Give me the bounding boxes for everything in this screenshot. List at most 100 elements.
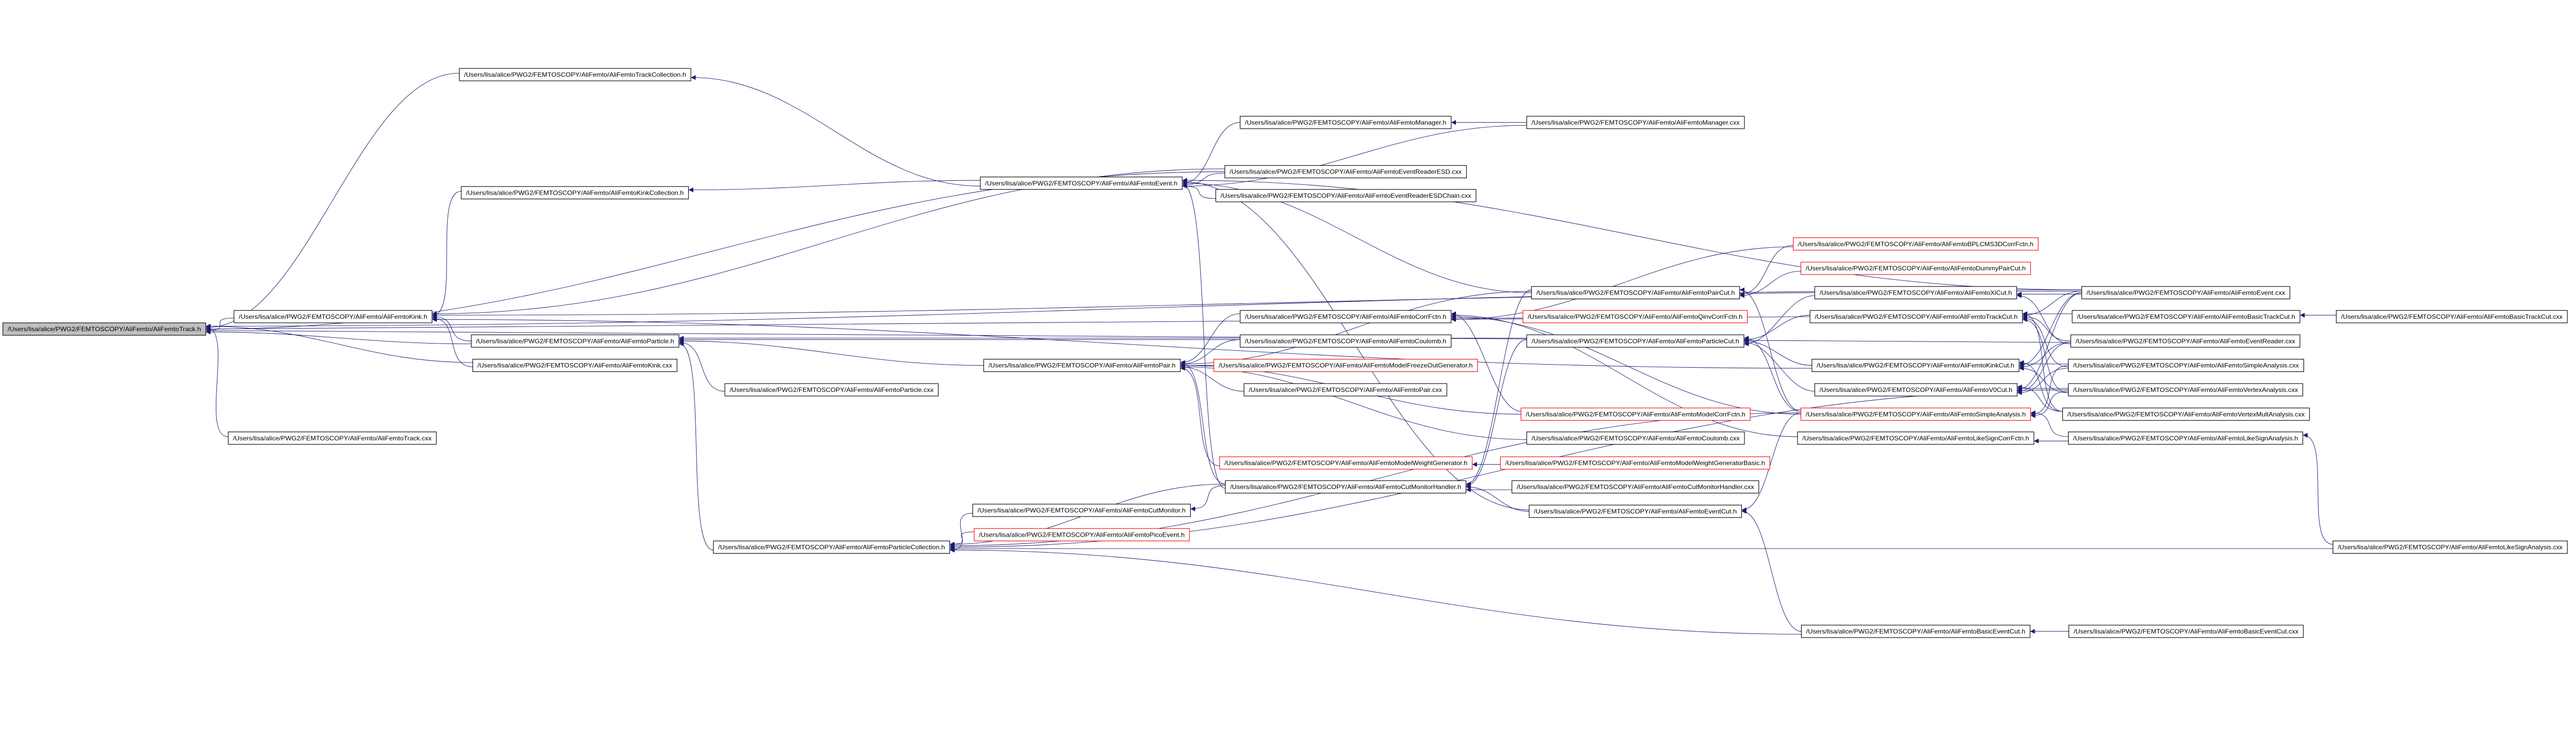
file-node-box xyxy=(1240,310,1452,323)
file-node-box xyxy=(472,358,677,372)
file-node-box xyxy=(1240,116,1452,129)
file-node-dummypaircut-h[interactable]: /Users/lisa/alice/PWG2/FEMTOSCOPY/AliFem… xyxy=(1800,262,2031,275)
file-node-trackcut-h[interactable]: /Users/lisa/alice/PWG2/FEMTOSCOPY/AliFem… xyxy=(1809,310,2023,323)
include-edge-eventcut_h-to-cutmonhandler_h xyxy=(1466,484,1530,512)
include-edge-weightgen_h-to-pair_h xyxy=(1180,366,1220,466)
file-node-label: /Users/lisa/alice/PWG2/FEMTOSCOPY/AliFem… xyxy=(2073,435,2298,442)
file-node-coulomb-h[interactable]: /Users/lisa/alice/PWG2/FEMTOSCOPY/AliFem… xyxy=(1240,334,1452,348)
include-edge-cutmonhandler_h-to-cutmon_h xyxy=(1190,485,1226,511)
file-node-box xyxy=(972,504,1191,517)
file-node-modelcorr-h[interactable]: /Users/lisa/alice/PWG2/FEMTOSCOPY/AliFem… xyxy=(1520,407,1751,421)
file-node-likesignanalysis-cxx[interactable]: /Users/lisa/alice/PWG2/FEMTOSCOPY/AliFem… xyxy=(2332,540,2568,554)
file-node-box xyxy=(2068,432,2303,445)
include-edge-event_cxx-to-track_h xyxy=(206,289,2082,329)
file-node-box xyxy=(983,358,1181,372)
file-node-track-h[interactable]: /Users/lisa/alice/PWG2/FEMTOSCOPY/AliFem… xyxy=(3,322,206,336)
file-node-paircut-h[interactable]: /Users/lisa/alice/PWG2/FEMTOSCOPY/AliFem… xyxy=(1531,286,1740,299)
file-node-weightgenbasic-h[interactable]: /Users/lisa/alice/PWG2/FEMTOSCOPY/AliFem… xyxy=(1500,456,1770,470)
file-node-xicut-h[interactable]: /Users/lisa/alice/PWG2/FEMTOSCOPY/AliFem… xyxy=(1814,286,2017,299)
file-node-box xyxy=(1225,480,1467,494)
file-node-event-cxx[interactable]: /Users/lisa/alice/PWG2/FEMTOSCOPY/AliFem… xyxy=(2081,286,2291,299)
file-node-eventreader-cxx[interactable]: /Users/lisa/alice/PWG2/FEMTOSCOPY/AliFem… xyxy=(2070,334,2300,348)
file-node-particlecut-h[interactable]: /Users/lisa/alice/PWG2/FEMTOSCOPY/AliFem… xyxy=(1526,334,1744,348)
include-edge-trackcoll_h-to-track_h xyxy=(206,73,460,330)
file-node-box xyxy=(1520,407,1751,421)
file-node-label: /Users/lisa/alice/PWG2/FEMTOSCOPY/AliFem… xyxy=(2087,290,2285,297)
file-node-box xyxy=(1801,625,2030,638)
file-node-label: /Users/lisa/alice/PWG2/FEMTOSCOPY/AliFem… xyxy=(2341,314,2563,320)
include-edge-eventreader_cxx-to-xicut_h xyxy=(2016,293,2071,345)
include-dependency-graph: /Users/lisa/alice/PWG2/FEMTOSCOPY/AliFem… xyxy=(3,68,2568,638)
file-node-v0cut-h[interactable]: /Users/lisa/alice/PWG2/FEMTOSCOPY/AliFem… xyxy=(1814,383,2018,397)
file-node-label: /Users/lisa/alice/PWG2/FEMTOSCOPY/AliFem… xyxy=(466,190,684,196)
file-node-box xyxy=(1213,358,1478,372)
file-node-manager-cxx[interactable]: /Users/lisa/alice/PWG2/FEMTOSCOPY/AliFem… xyxy=(1526,116,1745,129)
file-node-box xyxy=(2068,383,2303,397)
include-edge-trackcut_h-to-particlecut_h xyxy=(1744,315,1810,342)
file-node-picoevent-h[interactable]: /Users/lisa/alice/PWG2/FEMTOSCOPY/AliFem… xyxy=(974,528,1190,541)
include-edge-particle_cxx-to-particle_h xyxy=(679,340,725,392)
file-node-readeresd-cxx[interactable]: /Users/lisa/alice/PWG2/FEMTOSCOPY/AliFem… xyxy=(1224,165,1467,179)
file-node-simpleanalysis-h[interactable]: /Users/lisa/alice/PWG2/FEMTOSCOPY/AliFem… xyxy=(1800,407,2031,421)
file-node-likesigncorr-h[interactable]: /Users/lisa/alice/PWG2/FEMTOSCOPY/AliFem… xyxy=(1797,432,2035,445)
file-node-vertexanalysis-cxx[interactable]: /Users/lisa/alice/PWG2/FEMTOSCOPY/AliFem… xyxy=(2068,383,2303,397)
file-node-box xyxy=(2332,540,2568,554)
file-node-freezeout-h[interactable]: /Users/lisa/alice/PWG2/FEMTOSCOPY/AliFem… xyxy=(1213,358,1478,372)
file-node-cutmonhandler-cxx[interactable]: /Users/lisa/alice/PWG2/FEMTOSCOPY/AliFem… xyxy=(1512,480,1759,494)
include-edge-picoevent_h-to-partcoll_h xyxy=(950,532,974,547)
file-node-kink-cxx[interactable]: /Users/lisa/alice/PWG2/FEMTOSCOPY/AliFem… xyxy=(472,358,677,372)
file-node-label: /Users/lisa/alice/PWG2/FEMTOSCOPY/AliFem… xyxy=(464,72,686,78)
file-node-basiceventcut-h[interactable]: /Users/lisa/alice/PWG2/FEMTOSCOPY/AliFem… xyxy=(1801,625,2030,638)
file-node-eventcut-h[interactable]: /Users/lisa/alice/PWG2/FEMTOSCOPY/AliFem… xyxy=(1529,505,1742,518)
file-node-qinv-h[interactable]: /Users/lisa/alice/PWG2/FEMTOSCOPY/AliFem… xyxy=(1522,310,1748,323)
include-edge-simpleanalysis_h-to-eventcut_h xyxy=(1741,412,1801,512)
include-edge-particlecut_h-to-cutmonhandler_h xyxy=(1466,339,1527,488)
include-edge-modelcorr_h-to-corrfctn_h xyxy=(1451,311,1521,412)
include-edge-vertexanalysis_cxx-to-kinkcut_h xyxy=(2019,366,2069,393)
file-node-readeresdchain-cxx[interactable]: /Users/lisa/alice/PWG2/FEMTOSCOPY/AliFem… xyxy=(1215,189,1477,202)
file-node-basictrackcut-cxx[interactable]: /Users/lisa/alice/PWG2/FEMTOSCOPY/AliFem… xyxy=(2336,310,2568,323)
file-node-particle-h[interactable]: /Users/lisa/alice/PWG2/FEMTOSCOPY/AliFem… xyxy=(471,334,680,348)
include-edge-readeresd_cxx-to-track_h xyxy=(206,171,1225,332)
file-node-corrfctn-h[interactable]: /Users/lisa/alice/PWG2/FEMTOSCOPY/AliFem… xyxy=(1240,310,1452,323)
file-node-label: /Users/lisa/alice/PWG2/FEMTOSCOPY/AliFem… xyxy=(1224,460,1467,467)
file-node-simpleanalysis-cxx[interactable]: /Users/lisa/alice/PWG2/FEMTOSCOPY/AliFem… xyxy=(2068,358,2304,372)
file-node-pair-h[interactable]: /Users/lisa/alice/PWG2/FEMTOSCOPY/AliFem… xyxy=(983,358,1181,372)
file-node-pair-cxx[interactable]: /Users/lisa/alice/PWG2/FEMTOSCOPY/AliFem… xyxy=(1243,383,1447,397)
file-node-vertexmult-cxx[interactable]: /Users/lisa/alice/PWG2/FEMTOSCOPY/AliFem… xyxy=(2062,407,2310,421)
file-node-manager-h[interactable]: /Users/lisa/alice/PWG2/FEMTOSCOPY/AliFem… xyxy=(1240,116,1452,129)
file-node-partcoll-h[interactable]: /Users/lisa/alice/PWG2/FEMTOSCOPY/AliFem… xyxy=(713,540,950,554)
file-node-box xyxy=(1529,505,1742,518)
file-node-event-h[interactable]: /Users/lisa/alice/PWG2/FEMTOSCOPY/AliFem… xyxy=(980,177,1183,190)
file-node-label: /Users/lisa/alice/PWG2/FEMTOSCOPY/AliFem… xyxy=(1817,363,2014,369)
include-edge-manager_cxx-to-event_h xyxy=(1182,125,1527,188)
file-node-kink-h[interactable]: /Users/lisa/alice/PWG2/FEMTOSCOPY/AliFem… xyxy=(233,310,433,323)
include-edge-kinkcoll_h-to-kink_h xyxy=(432,191,462,318)
include-edge-basiceventcut_h-to-partcoll_h xyxy=(950,547,1802,635)
include-edge-track_cxx-to-track_h xyxy=(206,325,228,437)
file-node-label: /Users/lisa/alice/PWG2/FEMTOSCOPY/AliFem… xyxy=(977,507,1185,514)
file-node-box xyxy=(1814,383,2018,397)
file-node-track-cxx[interactable]: /Users/lisa/alice/PWG2/FEMTOSCOPY/AliFem… xyxy=(228,432,437,445)
file-node-box xyxy=(1500,456,1770,470)
file-node-particle-cxx[interactable]: /Users/lisa/alice/PWG2/FEMTOSCOPY/AliFem… xyxy=(724,383,939,397)
file-node-box xyxy=(2072,310,2300,323)
file-node-weightgen-h[interactable]: /Users/lisa/alice/PWG2/FEMTOSCOPY/AliFem… xyxy=(1219,456,1473,470)
include-edge-xicut_h-to-particlecut_h xyxy=(1744,295,1815,347)
file-node-coulomb-cxx[interactable]: /Users/lisa/alice/PWG2/FEMTOSCOPY/AliFem… xyxy=(1526,432,1745,445)
file-node-basictrackcut-h[interactable]: /Users/lisa/alice/PWG2/FEMTOSCOPY/AliFem… xyxy=(2072,310,2300,323)
file-node-label: /Users/lisa/alice/PWG2/FEMTOSCOPY/AliFem… xyxy=(1230,484,1462,491)
file-node-kinkcoll-h[interactable]: /Users/lisa/alice/PWG2/FEMTOSCOPY/AliFem… xyxy=(461,186,689,199)
file-node-trackcoll-h[interactable]: /Users/lisa/alice/PWG2/FEMTOSCOPY/AliFem… xyxy=(459,68,691,81)
file-node-basiceventcut-cxx[interactable]: /Users/lisa/alice/PWG2/FEMTOSCOPY/AliFem… xyxy=(2069,625,2304,638)
include-edge-event_cxx-to-v0cut_h xyxy=(2017,292,2082,392)
file-node-label: /Users/lisa/alice/PWG2/FEMTOSCOPY/AliFem… xyxy=(1532,435,1740,442)
file-node-kinkcut-h[interactable]: /Users/lisa/alice/PWG2/FEMTOSCOPY/AliFem… xyxy=(1811,358,2020,372)
file-node-label: /Users/lisa/alice/PWG2/FEMTOSCOPY/AliFem… xyxy=(476,338,674,345)
file-node-cutmonhandler-h[interactable]: /Users/lisa/alice/PWG2/FEMTOSCOPY/AliFem… xyxy=(1225,480,1467,494)
file-node-box xyxy=(3,322,206,336)
include-edge-kinkcut_h-to-kink_h xyxy=(432,317,1812,369)
file-node-likesignanalysis-h[interactable]: /Users/lisa/alice/PWG2/FEMTOSCOPY/AliFem… xyxy=(2068,432,2303,445)
file-node-bplcms-h[interactable]: /Users/lisa/alice/PWG2/FEMTOSCOPY/AliFem… xyxy=(1793,237,2039,251)
file-node-cutmon-h[interactable]: /Users/lisa/alice/PWG2/FEMTOSCOPY/AliFem… xyxy=(972,504,1191,517)
